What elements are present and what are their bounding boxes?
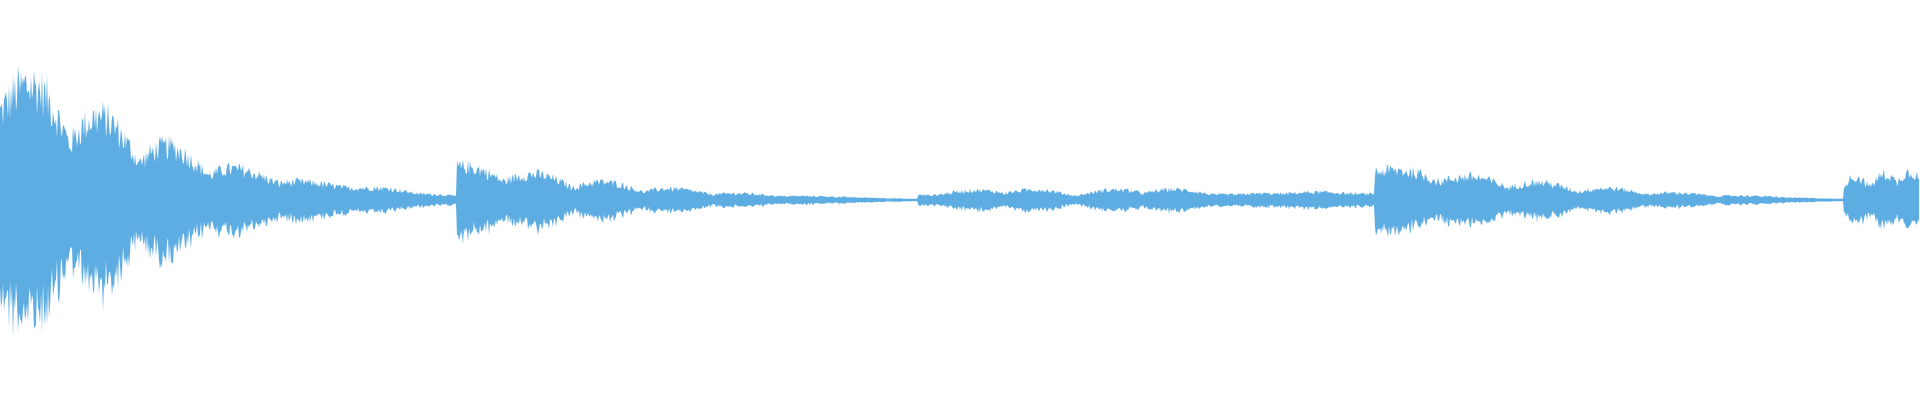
- waveform-path: [0, 66, 1919, 339]
